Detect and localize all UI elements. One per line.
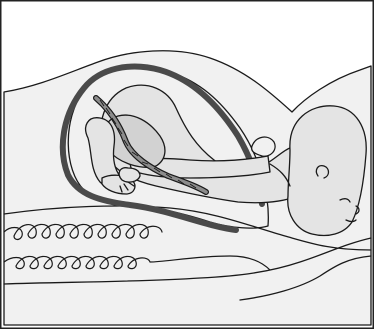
- fetus-head: [288, 106, 366, 236]
- fetus-hand: [119, 168, 140, 182]
